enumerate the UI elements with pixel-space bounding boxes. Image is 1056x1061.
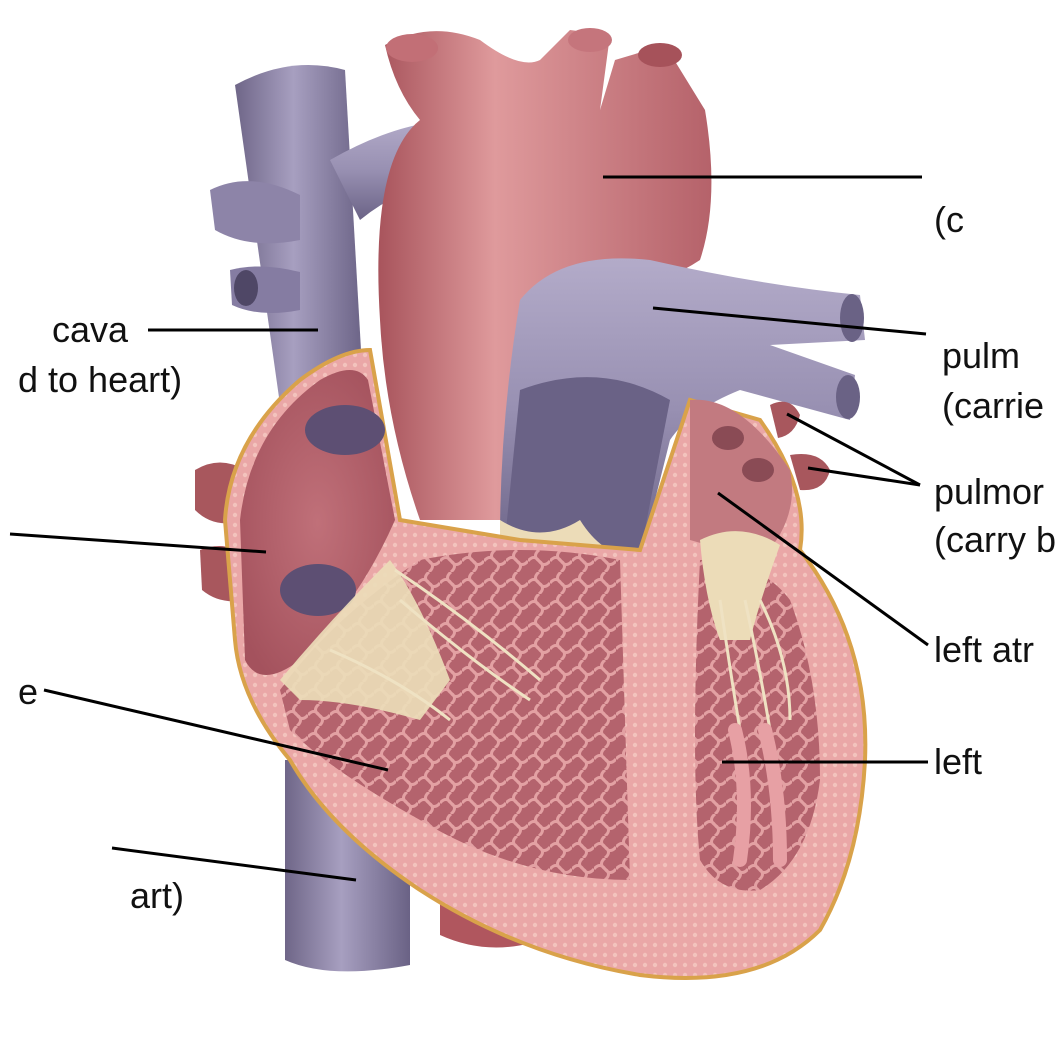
label-vena-cava-line1: cava <box>52 309 129 350</box>
tricuspid-valve <box>280 560 450 720</box>
leader-line <box>807 466 921 487</box>
aorta <box>378 30 712 520</box>
leader-line <box>786 412 921 487</box>
pulmonary-trunk-opening <box>505 377 670 555</box>
label-pulmonary-veins-line1: pulmor <box>934 471 1045 512</box>
label-left-atrium: left atr <box>934 629 1035 670</box>
label-pulmonary-trunk-line2: (carrie <box>942 385 1045 426</box>
label-top-right: (c <box>934 199 964 240</box>
leader-line <box>111 846 357 882</box>
leader-line <box>43 688 389 772</box>
vein-branch <box>210 181 300 244</box>
label-pulmonary-veins-line2: (carry b <box>934 519 1056 560</box>
label-left-partial: e <box>18 671 39 712</box>
interventricular-septum <box>630 540 700 890</box>
label-inferior-vena-cava: art) <box>130 875 184 916</box>
label-pulmonary-trunk-line1: pulm <box>942 335 1021 376</box>
leader-line <box>717 491 929 647</box>
mitral-valve <box>700 531 780 640</box>
leader-line <box>652 306 927 336</box>
label-vena-cava-line2: d to heart) <box>18 359 183 400</box>
label-left-ventricle: left <box>934 741 983 782</box>
pulmonary-vein <box>770 401 800 438</box>
leader-line <box>9 532 267 554</box>
leader-lines <box>9 175 929 882</box>
pulmonary-vein <box>790 454 830 491</box>
